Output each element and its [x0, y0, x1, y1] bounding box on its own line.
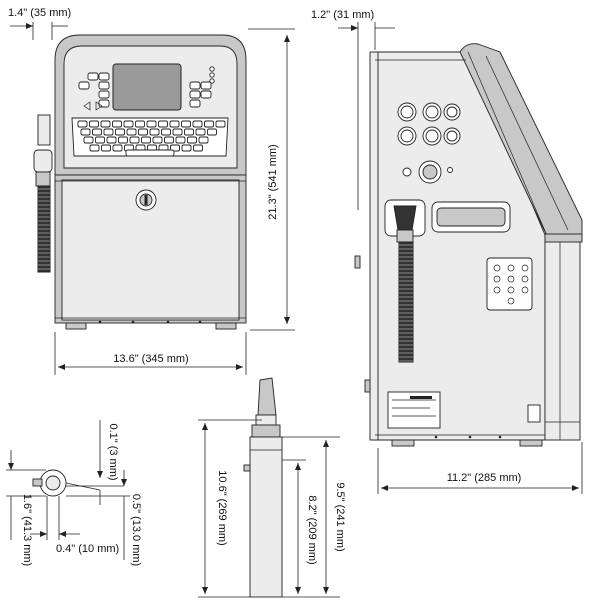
keyboard-key: [175, 136, 186, 144]
side-label-plate: [486, 257, 533, 311]
label-printhead-total: 9.5" (241 mm): [334, 482, 346, 551]
keyboard-key: [141, 136, 151, 144]
label-nozzle-width: 0.4" (10 mm): [56, 543, 119, 555]
keyboard-key: [149, 128, 160, 136]
keyboard-key: [192, 120, 203, 128]
side-slope-housing: [459, 43, 583, 239]
keyboard-key: [152, 136, 163, 144]
keyboard-key: [89, 144, 100, 152]
keyboard-key: [207, 128, 217, 136]
front-conduit: [33, 114, 53, 273]
keyboard-key: [138, 128, 148, 136]
keyboard-key: [103, 128, 114, 136]
keyboard-key: [80, 128, 91, 136]
keyboard-key: [181, 144, 192, 152]
keyboard-key: [92, 128, 102, 136]
connector-icon: [397, 102, 461, 184]
keyboard-key: [146, 120, 157, 128]
keyboard-key: [100, 120, 111, 128]
dim-side-top-offset: 1.2" (31 mm): [311, 9, 395, 210]
keyboard-key: [83, 136, 94, 144]
dim-printhead-body: 8.2" (209 mm): [282, 459, 340, 598]
keyboard-key: [89, 120, 99, 128]
keyboard-key: [198, 136, 209, 144]
keyboard-key: [195, 128, 206, 136]
keyboard-key: [115, 128, 125, 136]
keyboard-key: [184, 128, 194, 136]
keyboard-key: [172, 128, 183, 136]
keyboard-key: [187, 136, 197, 144]
keyboard: [71, 117, 229, 157]
arrow-icon: [83, 101, 103, 111]
keyboard-key: [112, 120, 122, 128]
label-front-height: 21.3" (541 mm): [267, 144, 279, 219]
keyboard-key: [215, 120, 226, 128]
right-keypad: [189, 66, 215, 108]
keyboard-key: [95, 136, 105, 144]
rating-plate: [387, 391, 441, 429]
dim-front-height: 21.3" (541 mm): [248, 28, 295, 331]
dim-front-top-offset: 1.4" (35 mm): [8, 7, 71, 40]
keyboard-key: [181, 120, 191, 128]
front-view: [33, 34, 247, 330]
keyboard-key: [101, 144, 111, 152]
dim-printhead-length: 10.6" (269 mm): [198, 419, 262, 598]
keyboard-key: [126, 128, 137, 136]
keyboard-key: [106, 136, 117, 144]
label-side-top-offset: 1.2" (31 mm): [311, 9, 374, 21]
keyboard-key: [193, 144, 203, 152]
nozzle-detail: 1.6" (41.3 mm) 0.4" (10 mm) 0.1" (3 mm) …: [6, 420, 142, 566]
keyboard-key: [204, 120, 214, 128]
keyboard-key: [169, 120, 180, 128]
label-nozzle-offset-half: 0.5" (13.0 mm): [130, 494, 142, 566]
label-printhead-length: 10.6" (269 mm): [216, 470, 228, 545]
keyboard-key: [129, 136, 140, 144]
key-lock-icon: [135, 189, 157, 211]
label-nozzle-height: 1.6" (41.3 mm): [21, 494, 33, 566]
dim-side-depth: 11.2" (285 mm): [377, 442, 583, 494]
label-side-depth: 11.2" (285 mm): [447, 472, 522, 484]
label-printhead-body: 8.2" (209 mm): [306, 495, 318, 564]
label-front-top-offset: 1.4" (35 mm): [8, 7, 71, 19]
dim-printhead-total: 9.5" (241 mm): [282, 436, 346, 594]
keyboard-key: [123, 120, 134, 128]
display-screen: [112, 63, 182, 111]
dim-front-width: 13.6" (345 mm): [54, 332, 247, 375]
side-view: [354, 43, 583, 447]
printhead: [243, 377, 283, 598]
keyboard-key: [164, 136, 174, 144]
left-keypad: [78, 72, 110, 108]
keyboard-key: [135, 120, 145, 128]
label-front-width: 13.6" (345 mm): [113, 353, 188, 365]
keyboard-key: [118, 136, 128, 144]
keyboard-key: [77, 120, 88, 128]
keyboard-key: [158, 120, 168, 128]
keyboard-key: [112, 144, 123, 152]
label-nozzle-offset-small: 0.1" (3 mm): [107, 423, 119, 480]
keyboard-key: [170, 144, 180, 152]
keyboard-key: [161, 128, 171, 136]
